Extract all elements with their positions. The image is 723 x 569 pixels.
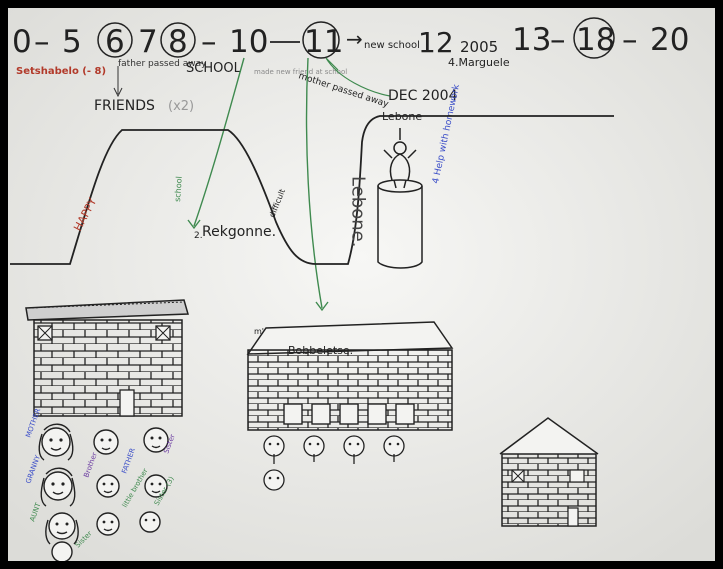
face-aunt [49, 513, 75, 539]
age-20: 20 [650, 22, 689, 58]
year-2005: 2005 [460, 38, 498, 56]
place-mid: Rekgonne. [202, 224, 276, 240]
face-classmate-1 [264, 436, 284, 456]
drawing-canvas: 0 – 5 6 7 8 – 10 11 → new school 12 2005… [8, 8, 715, 561]
age-10: 10 [229, 24, 268, 60]
school2-number: m' [254, 327, 264, 336]
age-6: 6 [105, 24, 125, 60]
face-classmate-2 [304, 436, 324, 456]
age-12: 12 [418, 26, 454, 59]
age-0: 0 [12, 24, 32, 60]
photo-frame: 0 – 5 6 7 8 – 10 11 → new school 12 2005… [8, 8, 715, 561]
face-classmate-4 [384, 436, 404, 456]
dash-4: – [622, 22, 638, 58]
face-little-brother [97, 475, 119, 497]
dash-1: – [34, 24, 50, 60]
age-18: 18 [576, 22, 615, 58]
face-brother [94, 430, 118, 454]
early-name: Setshabelo (- 8) [16, 66, 106, 77]
friends-label: FRIENDS [94, 98, 155, 114]
face-granny [44, 472, 72, 500]
friends-count: (x2) [168, 99, 194, 114]
face-sister [97, 513, 119, 535]
face-sister-small [140, 512, 160, 532]
new-school-label: new school [364, 40, 420, 51]
school-vertical: school [173, 176, 184, 202]
house-middle: Bobbeletse. m' [248, 322, 452, 430]
age-13: 13 [512, 22, 551, 58]
dec-2004: DEC 2004 [388, 88, 458, 104]
age-7: 7 [138, 24, 158, 60]
dash-3: – [550, 22, 566, 58]
age-5: 5 [62, 24, 82, 60]
school-note: SCHOOL [186, 61, 242, 76]
dash-2: – [201, 24, 217, 60]
lebone-vertical: Lebone. [348, 176, 369, 247]
place-school2: Bobbeletse. [288, 344, 353, 357]
face-classmate-3 [344, 436, 364, 456]
face-classmate-5 [264, 470, 284, 490]
face-cousin [52, 542, 72, 561]
place-2005: 4.Marguele [448, 56, 510, 69]
timeline-arrow: → [346, 27, 363, 51]
age-11: 11 [304, 24, 343, 60]
age-8: 8 [168, 24, 188, 60]
face-mother [42, 428, 70, 456]
